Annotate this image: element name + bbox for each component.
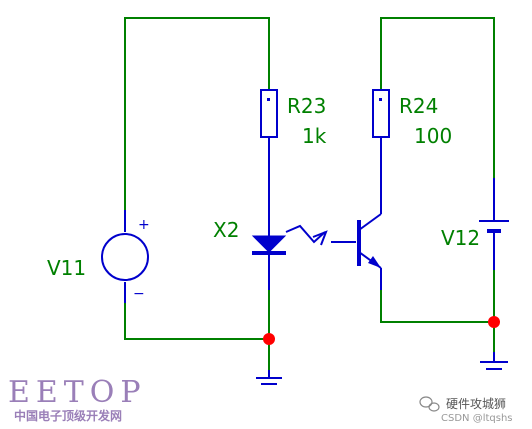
junction-right xyxy=(488,316,500,328)
wechat-icon xyxy=(419,396,440,412)
led-triangle xyxy=(251,235,287,253)
label-r23-name: R23 xyxy=(287,94,326,118)
light-arrow xyxy=(285,224,326,244)
voltage-source-v12[interactable] xyxy=(479,178,509,270)
wire-left-top-loop xyxy=(124,17,270,230)
v11-plus-sign: + xyxy=(138,217,150,233)
voltage-source-v11[interactable]: + − xyxy=(101,210,150,303)
watermark-csdn: CSDN @ltqshs xyxy=(441,413,513,424)
junction-left xyxy=(263,333,275,345)
label-v12: V12 xyxy=(441,226,480,250)
wire-v11-bottom xyxy=(124,284,269,340)
v11-minus-sign: − xyxy=(133,286,145,302)
optocoupler-x2[interactable] xyxy=(251,166,382,290)
label-r24-name: R24 xyxy=(399,94,438,118)
watermark-subtitle: 中国电子顶级开发网 xyxy=(14,408,122,423)
resistor-r24[interactable] xyxy=(372,89,390,166)
wires xyxy=(124,17,495,370)
wire-emitter-bottom xyxy=(380,283,494,323)
label-r23-value: 1k xyxy=(302,124,327,148)
label-v11: V11 xyxy=(47,256,86,280)
resistor-r23[interactable] xyxy=(260,89,278,166)
ground-right xyxy=(480,352,508,370)
wire-right-top-loop xyxy=(380,17,495,178)
light-arrowhead xyxy=(312,230,328,246)
label-r24-value: 100 xyxy=(414,124,452,148)
ground-left xyxy=(256,370,282,385)
emitter-arrow xyxy=(368,256,381,268)
watermark-account: 硬件攻城狮 xyxy=(446,397,506,411)
watermark-logo: EETOP xyxy=(8,375,147,410)
label-x2: X2 xyxy=(213,218,239,242)
